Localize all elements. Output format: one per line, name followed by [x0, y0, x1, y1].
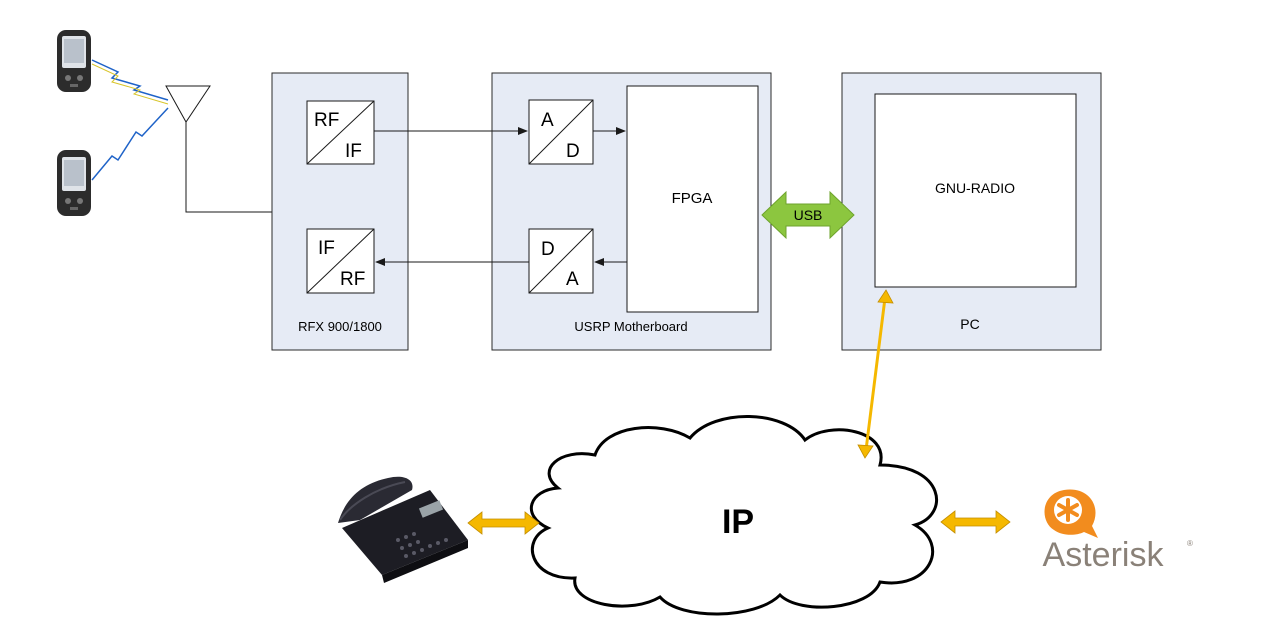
pda-phone-icon: [57, 150, 91, 216]
pda-phone-icon: [57, 30, 91, 92]
rfx-block: RF IF IF RF RFX 900/1800: [271, 72, 409, 351]
usrp-label: USRP Motherboard: [574, 319, 687, 334]
asterisk-logo-icon: [1044, 489, 1098, 538]
usb-link: USB: [761, 190, 855, 240]
converter-bottom-label: RF: [340, 269, 365, 290]
fpga-box: [626, 85, 759, 313]
gnu-radio-box: [874, 93, 1077, 288]
gnu-radio-label: GNU-RADIO: [935, 180, 1015, 196]
converter-top-label: IF: [318, 238, 335, 259]
converter-bottom-label: IF: [345, 141, 362, 162]
ip-asterisk-link: [940, 510, 1011, 534]
usrp-block: A D D A FPGA USRP Motherboard: [491, 72, 772, 351]
pc-block: GNU-RADIO PC: [841, 72, 1102, 351]
converter-top-label: A: [541, 110, 554, 131]
ad-converter: A D: [528, 99, 594, 165]
registered-mark: ®: [1187, 539, 1193, 548]
asterisk-wordmark: Asterisk: [1043, 536, 1165, 574]
da-converter: D A: [528, 228, 594, 294]
converter-top-label: D: [541, 239, 555, 260]
desk-phone-icon: [338, 476, 468, 583]
converter-top-label: RF: [314, 110, 339, 131]
ip-cloud: IP: [529, 415, 938, 616]
converter-bottom-label: D: [566, 141, 580, 162]
pc-label: PC: [960, 316, 979, 332]
converter-bottom-label: A: [566, 269, 579, 290]
radio-link-lower: [91, 107, 169, 181]
phone-ip-link: [467, 511, 540, 535]
pc-ip-link: [857, 289, 894, 459]
usb-label: USB: [794, 207, 823, 223]
fpga-label: FPGA: [672, 190, 713, 207]
radio-link-upper: [91, 59, 169, 105]
rf-if-converter: RF IF: [306, 100, 375, 165]
if-rf-converter: IF RF: [306, 228, 375, 294]
antenna-icon: [165, 85, 272, 213]
rfx-label: RFX 900/1800: [298, 319, 382, 334]
ip-label: IP: [722, 503, 754, 541]
